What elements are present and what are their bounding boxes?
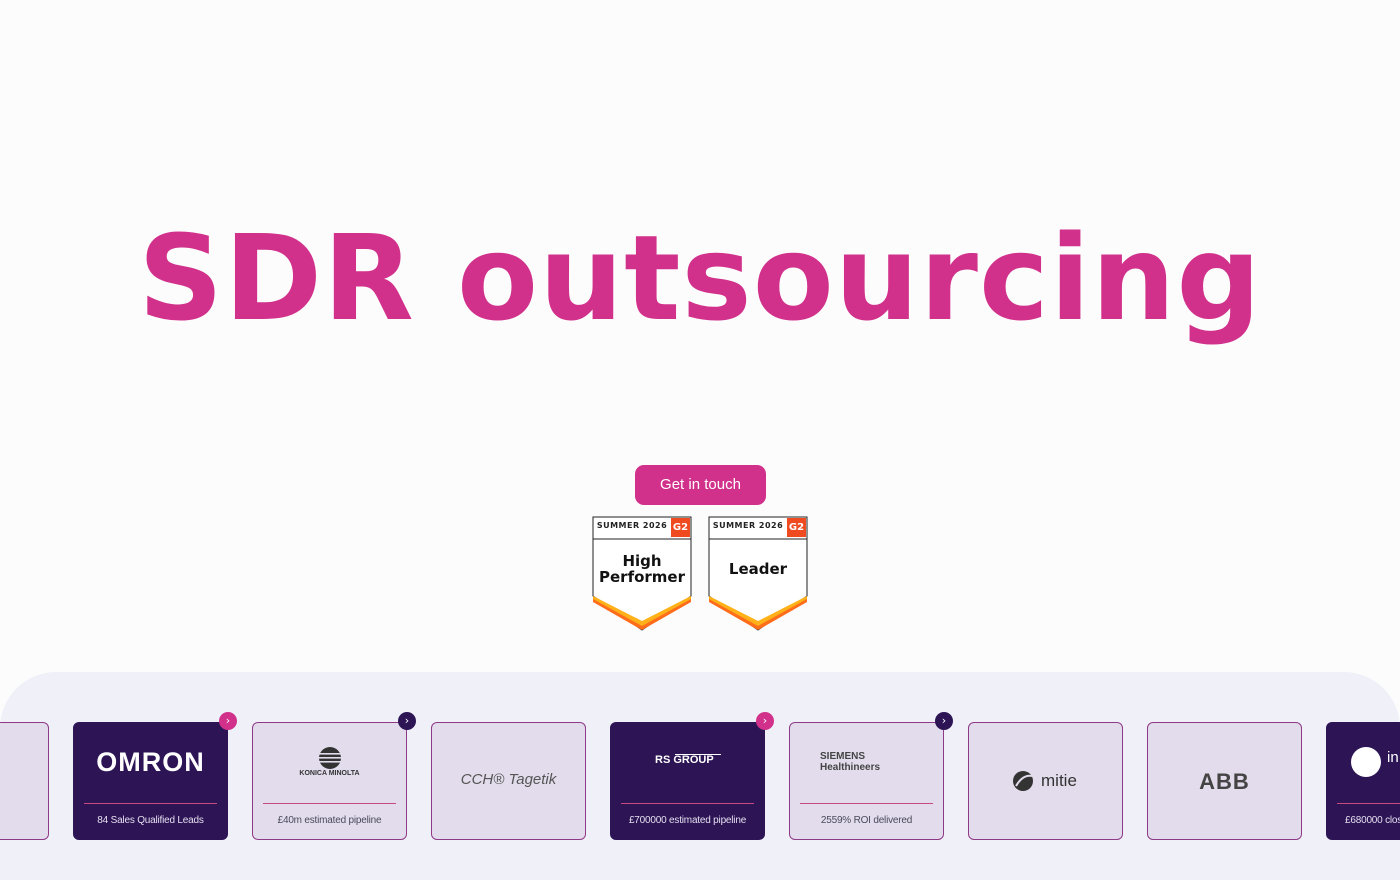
omron-logo: OMRON <box>96 747 205 777</box>
badge-title: Leader <box>728 560 788 578</box>
client-card-mitie[interactable]: mitie <box>968 722 1123 840</box>
chevron-right-icon[interactable]: › <box>935 712 953 730</box>
g2-badge-high-performer[interactable]: SUMMER 2026 G2 High Performer <box>592 516 692 632</box>
company-logo: in GR <box>1387 749 1400 766</box>
card-divider <box>84 803 217 804</box>
rs-logo-line <box>675 754 721 755</box>
client-card-rs-group[interactable]: RS GROUP £700000 estimated pipeline <box>610 722 765 840</box>
card-divider <box>800 803 933 804</box>
chevron-right-icon[interactable]: › <box>398 712 416 730</box>
badge-shape <box>708 516 808 631</box>
client-card-cch-tagetik[interactable]: CCH® Tagetik <box>431 722 586 840</box>
card-metric: 2559% ROI delivered <box>820 815 913 826</box>
badge-season: SUMMER 2026 <box>596 521 668 530</box>
company-logo-icon <box>1351 747 1381 777</box>
card-metric: £40m estimated pipeline <box>277 815 382 826</box>
card-metric: 84 Sales Qualified Leads <box>97 815 204 826</box>
abb-logo: ABB <box>1199 769 1250 794</box>
badge-shape <box>592 516 692 631</box>
client-card-konica-minolta[interactable]: KONICA MINOLTA £40m estimated pipeline <box>252 722 407 840</box>
konica-minolta-logo: KONICA MINOLTA <box>299 770 360 777</box>
card-divider <box>621 803 754 804</box>
card-metric: £700000 estimated pipeline <box>628 815 747 826</box>
client-card-abb[interactable]: ABB <box>1147 722 1302 840</box>
g2-icon: G2 <box>671 518 690 537</box>
chevron-right-icon[interactable]: › <box>219 712 237 730</box>
siemens-healthineers-logo: SIEMENS Healthineers <box>820 751 881 773</box>
badge-season: SUMMER 2026 <box>712 521 784 530</box>
badge-title: High Performer <box>599 552 685 586</box>
client-card-omron[interactable]: OMRON 84 Sales Qualified Leads <box>73 722 228 840</box>
client-card-partial[interactable] <box>0 722 49 840</box>
chevron-right-icon[interactable]: › <box>756 712 774 730</box>
g2-badge-leader[interactable]: SUMMER 2026 G2 Leader <box>708 516 808 632</box>
card-divider <box>1337 803 1400 804</box>
client-card-siemens-healthineers[interactable]: SIEMENS Healthineers 2559% ROI delivered <box>789 722 944 840</box>
cch-tagetik-logo: CCH® Tagetik <box>460 771 557 788</box>
card-metric: £680000 clos <box>1345 815 1400 826</box>
mitie-logo: mitie <box>1041 771 1077 790</box>
g2-icon: G2 <box>787 518 806 537</box>
konica-minolta-globe-icon <box>319 747 341 769</box>
card-divider <box>263 803 396 804</box>
hero-title: SDR outsourcing <box>138 209 1262 347</box>
client-card-partial-right[interactable]: in GR £680000 clos <box>1326 722 1400 840</box>
rs-group-logo: RS GROUP <box>655 754 714 766</box>
mitie-logo-icon <box>1013 771 1033 791</box>
get-in-touch-button[interactable]: Get in touch <box>635 465 766 505</box>
